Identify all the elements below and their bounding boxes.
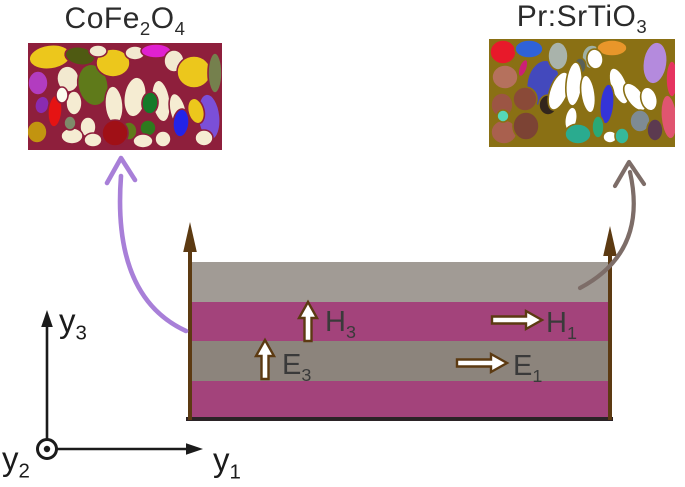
grain [76,63,110,107]
y3-axis-label: y3 [59,302,87,345]
grain [154,130,172,148]
grain [172,108,190,138]
grain [496,109,510,123]
grain [141,91,159,115]
right-material-base: Pr:SrTiO [516,0,637,33]
grain [514,39,544,59]
grain [512,111,540,141]
grain [641,41,669,85]
grain [547,41,569,71]
grain [176,55,212,89]
grain [665,60,675,98]
h1-label: H1 [546,307,577,343]
grain [614,127,630,145]
grain [64,45,96,67]
grain [83,132,103,148]
y2-axis-label: y2 [2,440,30,483]
prsrtio3-micrograph [489,39,675,147]
grain [101,119,129,147]
grain [491,64,519,90]
laminate-layer-CoFe2O4 [190,381,608,418]
grain [489,39,517,65]
laminate-base-line [186,417,613,421]
grain [194,129,214,147]
h3-label: H3 [325,306,356,342]
grain [591,115,605,139]
grain [65,90,83,116]
grain [660,94,675,140]
y1-axis-label: y1 [213,441,241,484]
e3-label: E3 [282,349,312,385]
grain [639,86,659,112]
grain [596,39,628,57]
grain [646,118,664,142]
y3-axis-arrow-icon [41,310,53,439]
grain [599,83,615,125]
grain [88,44,108,58]
grain [517,58,529,78]
grain [28,70,49,96]
y2-out-of-plane-icon [36,438,58,460]
grain [586,48,604,70]
cofe2o4-callout-arrow-icon [104,155,189,334]
left-material-title: CoFe2O4 [64,2,186,39]
y1-axis-arrow-icon [57,443,203,455]
grain [28,120,48,144]
grain [579,74,597,114]
grain [186,97,206,125]
grain [63,115,77,131]
grain [55,86,69,104]
laminate-layer-PrSrTiO3 [190,262,608,302]
grain [564,123,592,145]
grain [207,52,222,94]
left-material-base: CoFe [64,2,140,35]
grain [512,86,538,112]
laminate-layer-PrSrTiO3 [190,341,608,381]
e1-label: E1 [513,350,543,386]
cofe2o4-micrograph [28,43,222,150]
right-material-title: Pr:SrTiO3 [516,0,648,37]
grain [132,133,154,149]
